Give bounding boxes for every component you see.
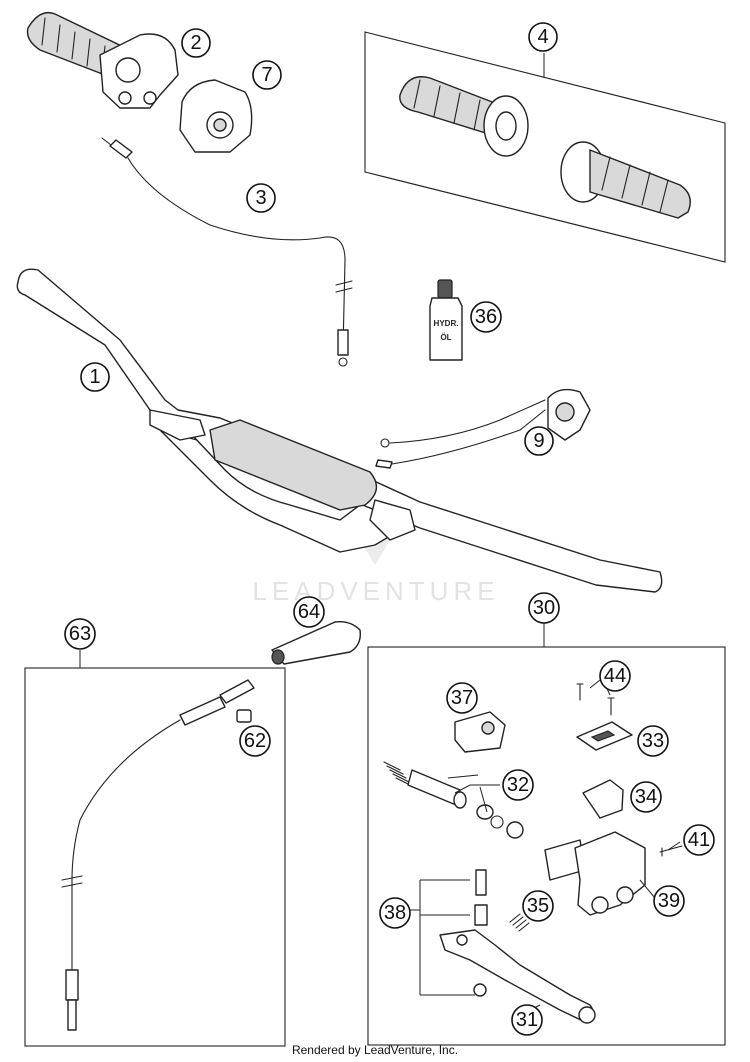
callout-41: 41	[683, 824, 715, 856]
rubber-cap	[271, 620, 361, 665]
callout-63: 63	[64, 618, 96, 650]
master-cylinder-bracket	[454, 711, 506, 753]
throttle-cable	[101, 137, 353, 367]
hydraulic-oil-bottle: HYDR. ÖL	[429, 279, 463, 361]
footer-credit: Rendered by LeadVenture, Inc.	[291, 1043, 459, 1057]
callout-30-text: 30	[533, 597, 555, 619]
reservoir-cover	[576, 721, 633, 751]
callout-62: 62	[239, 725, 271, 757]
callout-7-text: 7	[261, 64, 272, 86]
watermark-text: LEADVENTURE	[252, 576, 499, 606]
callout-2: 2	[181, 28, 211, 58]
handlebar	[16, 268, 663, 593]
callout-39-text: 39	[658, 890, 680, 912]
callout-63-text: 63	[69, 623, 91, 645]
callout-32-text: 32	[507, 774, 529, 796]
callout-3-text: 3	[255, 187, 266, 209]
callout-4: 4	[528, 22, 558, 52]
callout-38: 38	[379, 897, 411, 929]
callout-33-text: 33	[642, 730, 664, 752]
pivot-bolt-kit	[473, 869, 488, 997]
callout-1: 1	[80, 362, 110, 392]
bottle-label-line1: HYDR.	[434, 319, 459, 328]
clutch-lever	[439, 929, 596, 1024]
callout-31: 31	[511, 1004, 543, 1036]
clutch-cable	[61, 679, 255, 1031]
callout-3: 3	[246, 183, 276, 213]
master-cylinder-body	[544, 831, 646, 916]
callout-37-text: 37	[451, 687, 473, 709]
callout-36: 36	[470, 301, 502, 333]
cable-nut	[236, 709, 252, 723]
callout-64: 64	[293, 596, 325, 628]
cover-screws	[576, 683, 615, 716]
callout-9-text: 9	[533, 430, 544, 452]
grip-set	[399, 76, 691, 219]
kill-switch	[375, 388, 591, 469]
callout-32: 32	[502, 769, 534, 801]
callout-41-text: 41	[688, 829, 710, 851]
cable-kit-frame	[24, 667, 286, 1047]
callout-36-text: 36	[475, 306, 497, 328]
callout-39: 39	[653, 885, 685, 917]
callout-62-text: 62	[244, 730, 266, 752]
callout-33: 33	[637, 725, 669, 757]
callout-4-text: 4	[537, 26, 548, 48]
throttle-housing-cover	[179, 79, 253, 153]
callout-44: 44	[599, 660, 631, 692]
clutch-kit-frame	[367, 646, 726, 1046]
diaphragm	[582, 779, 624, 819]
bottle-label-line2: ÖL	[440, 333, 451, 342]
callout-64-text: 64	[298, 601, 320, 623]
callout-44-text: 44	[604, 665, 626, 687]
callout-7: 7	[252, 60, 282, 90]
grip-kit-frame	[364, 31, 726, 263]
callout-2-text: 2	[190, 32, 201, 54]
clamp-bolt	[659, 845, 683, 857]
callout-30: 30	[528, 592, 560, 624]
callout-35-text: 35	[527, 895, 549, 917]
callout-38-text: 38	[384, 902, 406, 924]
piston-kit	[383, 761, 524, 839]
callout-9: 9	[524, 426, 554, 456]
callout-1-text: 1	[89, 366, 100, 388]
lever-spring	[509, 913, 530, 932]
callout-31-text: 31	[516, 1009, 538, 1031]
throttle-grip	[26, 11, 179, 109]
callout-34: 34	[630, 781, 662, 813]
callout-37: 37	[446, 682, 478, 714]
callout-35: 35	[522, 890, 554, 922]
callout-34-text: 34	[635, 786, 657, 808]
